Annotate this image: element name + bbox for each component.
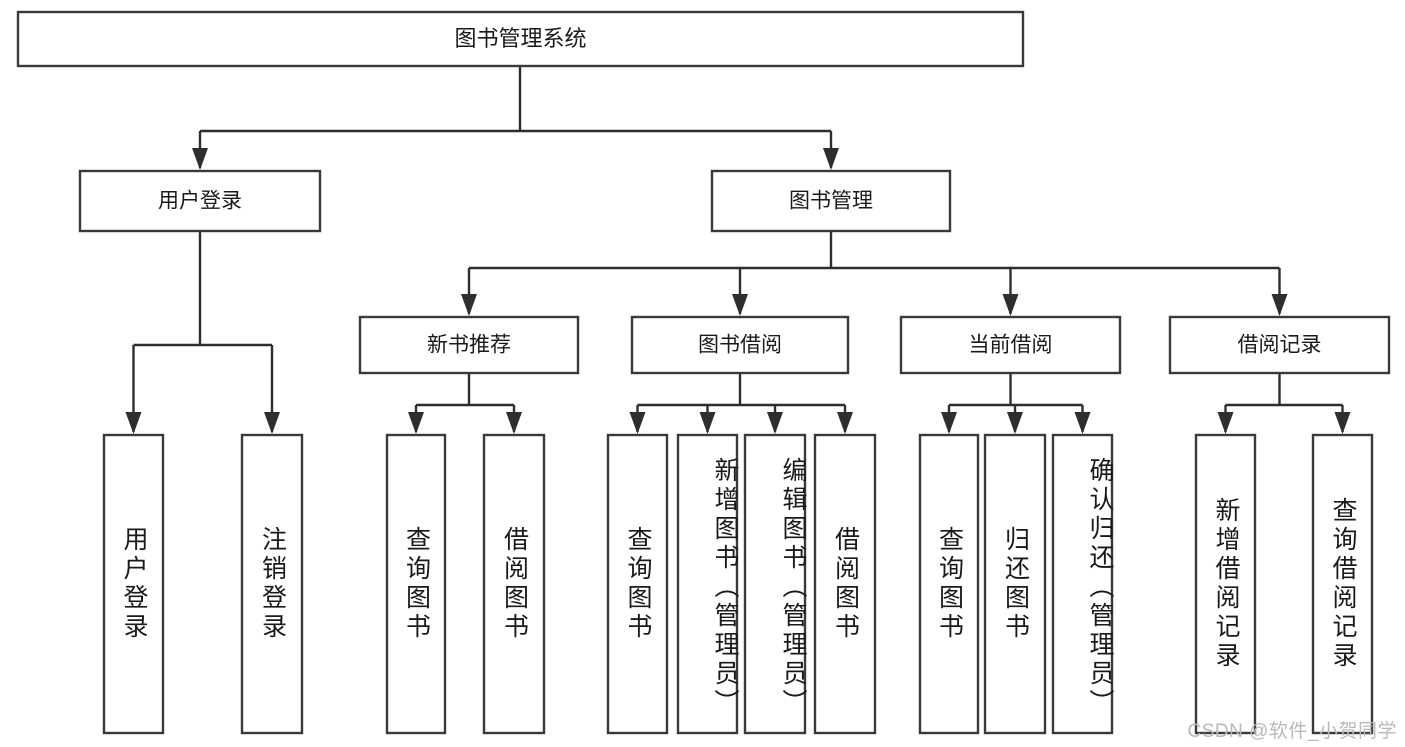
node-return-book-box (983, 433, 1047, 735)
node-confirm-return-admin-box (1051, 433, 1114, 735)
node-user-login[interactable]: 用户登录 (78, 169, 322, 233)
arrow-head-icon (732, 294, 748, 316)
node-borrow-book-borrow[interactable] (813, 433, 877, 735)
arrow-head-icon (461, 294, 477, 316)
node-query-book-borrow[interactable] (606, 433, 669, 735)
node-new-book-recommend[interactable]: 新书推荐 (358, 315, 580, 375)
node-confirm-return-admin[interactable] (1051, 433, 1114, 735)
node-user-login-box (78, 169, 322, 233)
arrow-head-icon (1002, 294, 1019, 316)
node-add-book-admin-box (676, 433, 739, 735)
arrow-head-icon (629, 412, 646, 434)
node-book-manage-box (710, 169, 952, 233)
arrow-head-icon (1271, 294, 1288, 316)
node-new-book-recommend-box (358, 315, 580, 375)
arrow-head-icon (1074, 412, 1091, 434)
arrow-head-icon (264, 412, 280, 434)
node-book-borrow-label: 图书借阅 (698, 334, 782, 357)
node-query-book-current[interactable] (918, 433, 980, 735)
arrow-head-icon (1217, 412, 1234, 434)
arrow-head-icon (837, 412, 853, 434)
node-root[interactable]: 图书管理系统 (16, 10, 1025, 68)
node-current-borrow-label: 当前借阅 (969, 334, 1053, 357)
node-user-login-leaf-box (102, 433, 165, 735)
node-borrow-book-rec[interactable] (482, 433, 546, 735)
arrow-head-icon (1007, 412, 1023, 434)
node-new-book-recommend-label: 新书推荐 (427, 334, 511, 357)
arrow-head-icon (408, 412, 424, 434)
node-add-borrow-record[interactable] (1194, 433, 1257, 735)
node-user-login-leaf[interactable] (102, 433, 165, 735)
node-root-box (16, 10, 1025, 68)
node-book-borrow[interactable]: 图书借阅 (630, 315, 850, 375)
node-query-book-rec[interactable] (385, 433, 447, 735)
node-borrow-record[interactable]: 借阅记录 (1168, 315, 1391, 375)
arrow-head-icon (125, 412, 142, 434)
node-query-borrow-record[interactable] (1311, 433, 1374, 735)
node-query-book-borrow-box (606, 433, 669, 735)
node-user-logout-leaf[interactable] (240, 433, 304, 735)
node-user-login-label: 用户登录 (158, 190, 242, 213)
arrow-head-icon (1334, 412, 1351, 434)
arrow-head-icon (699, 412, 716, 434)
node-book-manage-label: 图书管理 (789, 190, 873, 213)
node-current-borrow[interactable]: 当前借阅 (899, 315, 1122, 375)
node-borrow-book-rec-box (482, 433, 546, 735)
node-query-book-rec-box (385, 433, 447, 735)
node-add-book-admin[interactable] (676, 433, 739, 735)
node-user-logout-leaf-box (240, 433, 304, 735)
node-edit-book-admin[interactable] (743, 433, 807, 735)
node-return-book[interactable] (983, 433, 1047, 735)
node-borrow-record-label: 借阅记录 (1238, 334, 1322, 357)
arrow-head-icon (823, 148, 839, 170)
node-book-manage[interactable]: 图书管理 (710, 169, 952, 233)
node-borrow-record-box (1168, 315, 1391, 375)
node-query-borrow-record-box (1311, 433, 1374, 735)
node-root-label: 图书管理系统 (454, 26, 586, 51)
node-query-book-current-box (918, 433, 980, 735)
node-add-borrow-record-box (1194, 433, 1257, 735)
node-borrow-book-borrow-box (813, 433, 877, 735)
watermark-text: CSDN @软件_小贺同学 (1187, 721, 1397, 742)
node-current-borrow-box (899, 315, 1122, 375)
arrow-head-icon (192, 148, 208, 170)
arrow-head-icon (941, 412, 957, 434)
arrow-head-icon (506, 412, 522, 434)
connector-lines (125, 66, 1351, 434)
node-book-borrow-box (630, 315, 850, 375)
node-edit-book-admin-box (743, 433, 807, 735)
arrow-head-icon (767, 412, 783, 434)
